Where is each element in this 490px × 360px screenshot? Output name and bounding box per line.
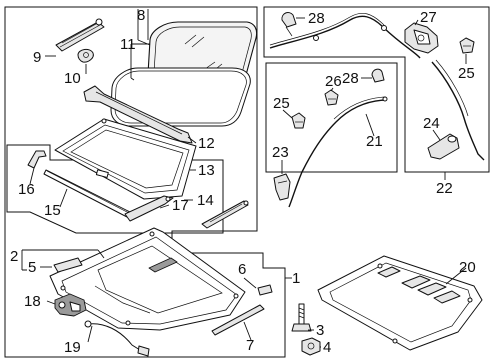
part-10-clip	[77, 48, 94, 63]
callout-20: 20	[459, 259, 476, 276]
part-22-drain-hose	[269, 12, 485, 161]
callout-17: 17	[172, 197, 189, 214]
part-9-bracket	[55, 18, 105, 52]
part-28-clamp-top	[281, 12, 297, 37]
part-24-grommet	[427, 133, 460, 160]
callout-19: 19	[64, 339, 81, 356]
callout-18: 18	[24, 293, 41, 310]
part-17-link	[124, 195, 174, 222]
callout-24: 24	[423, 115, 440, 132]
callout-2: 2	[10, 248, 18, 265]
part-16-bracket	[27, 150, 47, 169]
callout-22: 22	[436, 180, 453, 197]
callout-28a: 28	[308, 10, 325, 27]
part-13-frame	[54, 118, 197, 200]
callout-7: 7	[246, 337, 254, 354]
part-2-sunroof-housing	[49, 227, 246, 331]
part-23-connector	[273, 173, 291, 201]
part-27-nozzle	[404, 22, 439, 54]
callout-25a: 25	[458, 65, 475, 82]
callout-9: 9	[33, 49, 41, 66]
part-28-clamp-side	[371, 68, 385, 83]
callout-11: 11	[120, 36, 136, 53]
callout-numbers: 1 2 3 4 5 6 7 8 9 10 11 12 13 14 15 16 1…	[10, 7, 476, 356]
callout-27: 27	[420, 9, 437, 26]
leader-lines	[21, 9, 467, 348]
callout-28b: 28	[342, 70, 359, 87]
drain-group-box-22	[263, 6, 490, 173]
callout-13: 13	[198, 162, 215, 179]
callout-14: 14	[197, 192, 214, 209]
callout-3: 3	[316, 322, 324, 339]
part-4-nut	[301, 337, 321, 356]
callout-15: 15	[44, 202, 61, 219]
part-25-clip-a	[459, 37, 475, 54]
part-14-rail	[201, 200, 249, 229]
part-7-strip	[211, 304, 265, 336]
part-18-motor	[54, 293, 87, 317]
callout-21: 21	[366, 133, 383, 150]
shade-group-box	[6, 144, 224, 234]
callout-1: 1	[292, 270, 300, 287]
callout-5: 5	[28, 259, 36, 276]
drain-group-box-21	[265, 62, 398, 173]
callout-8: 8	[137, 7, 145, 24]
part-3-bolt	[291, 303, 312, 332]
part-21-drain-hose	[288, 96, 388, 208]
callout-6: 6	[238, 261, 246, 278]
callout-12: 12	[198, 135, 215, 152]
callout-25b: 25	[273, 95, 290, 112]
callout-4: 4	[323, 339, 331, 356]
part-26-clip	[324, 89, 339, 106]
callout-16: 16	[18, 181, 35, 198]
part-19-harness	[84, 320, 150, 357]
part-25-clip-b	[291, 112, 306, 129]
part-5-label	[53, 257, 83, 273]
callout-23: 23	[272, 144, 289, 161]
callout-26: 26	[325, 73, 342, 90]
part-6-block	[257, 284, 273, 296]
callout-10: 10	[64, 70, 81, 87]
part-20-reinforcement-frame	[317, 255, 483, 351]
main-group-box	[4, 6, 286, 358]
